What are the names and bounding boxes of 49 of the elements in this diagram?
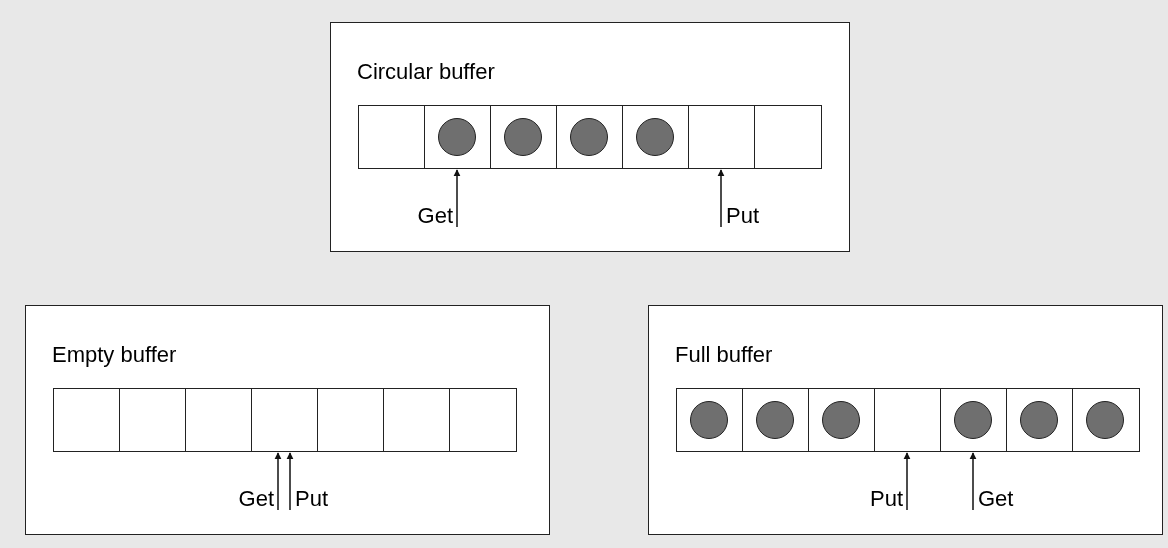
buffer-slot — [490, 105, 558, 169]
pointer-label: Put — [290, 486, 329, 512]
pointer-arrow — [969, 452, 977, 511]
pointer-arrow — [286, 452, 294, 511]
buffer-slot — [383, 388, 451, 452]
buffer-slot — [317, 388, 385, 452]
buffer-slot — [622, 105, 690, 169]
buffer-panel — [648, 305, 1163, 535]
item-circle — [570, 118, 608, 156]
pointer-arrow — [717, 169, 725, 228]
panel-title: Empty buffer — [52, 342, 177, 368]
buffer-slot — [119, 388, 187, 452]
buffer-slot — [754, 105, 822, 169]
buffer-panel — [25, 305, 550, 535]
item-circle — [690, 401, 728, 439]
buffer-slot — [742, 388, 810, 452]
buffer-slot — [1006, 388, 1074, 452]
pointer-label: Put — [869, 486, 908, 512]
pointer-label: Put — [721, 203, 760, 229]
buffer-slot — [53, 388, 121, 452]
buffer-slot — [424, 105, 492, 169]
pointer-label: Get — [417, 203, 458, 229]
panel-title: Circular buffer — [357, 59, 495, 85]
pointer-arrow — [274, 452, 282, 511]
item-circle — [504, 118, 542, 156]
buffer-slot — [449, 388, 517, 452]
item-circle — [1086, 401, 1124, 439]
buffer-slot — [676, 388, 744, 452]
panel-title: Full buffer — [675, 342, 773, 368]
buffer-slot — [185, 388, 253, 452]
item-circle — [822, 401, 860, 439]
pointer-arrow — [903, 452, 911, 511]
buffer-slot — [874, 388, 942, 452]
item-circle — [636, 118, 674, 156]
buffer-slot — [808, 388, 876, 452]
buffer-slot — [251, 388, 319, 452]
buffer-slot — [940, 388, 1008, 452]
buffer-slot — [688, 105, 756, 169]
buffer-slot — [358, 105, 426, 169]
buffer-slot — [1072, 388, 1140, 452]
buffer-panel — [330, 22, 850, 252]
pointer-label: Get — [973, 486, 1014, 512]
pointer-arrow — [453, 169, 461, 228]
item-circle — [438, 118, 476, 156]
pointer-label: Get — [238, 486, 279, 512]
item-circle — [954, 401, 992, 439]
item-circle — [756, 401, 794, 439]
buffer-slot — [556, 105, 624, 169]
item-circle — [1020, 401, 1058, 439]
